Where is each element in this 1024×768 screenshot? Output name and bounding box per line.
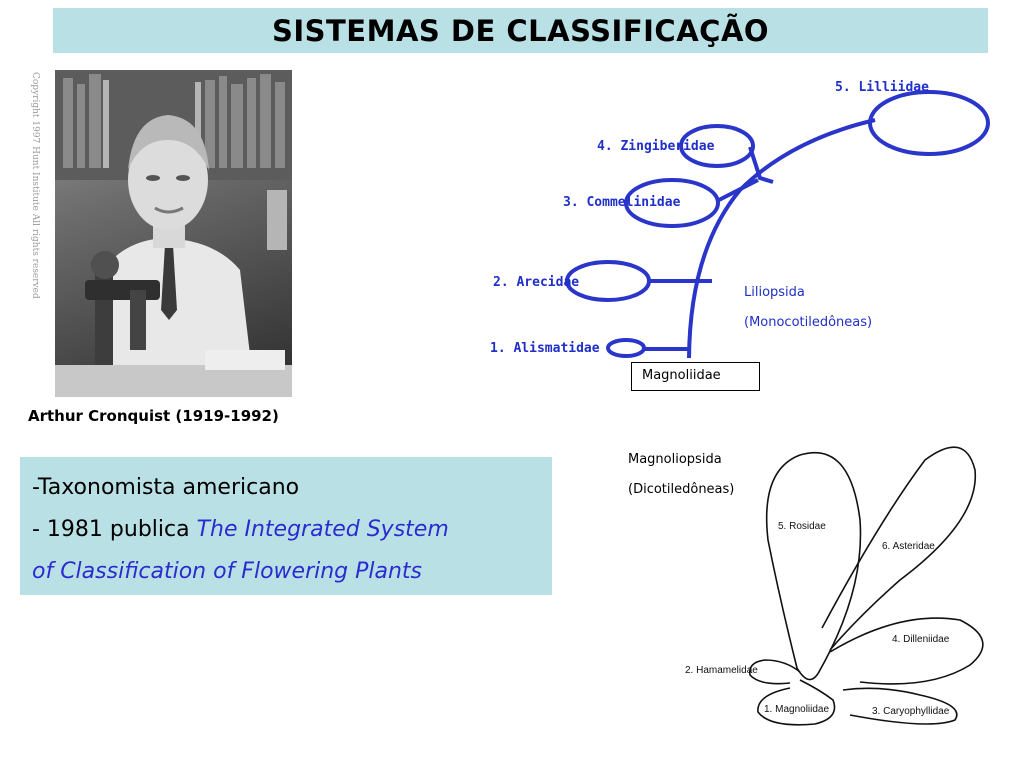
photo-caption: Arthur Cronquist (1919-1992) [28, 407, 279, 425]
label-liliopsida: Liliopsida [744, 285, 805, 300]
label-dicot-caryophyllidae: 3. Caryophyllidae [872, 706, 950, 717]
label-dicot-asteridae: 6. Asteridae [882, 541, 935, 552]
node-1-alismatidae [606, 338, 646, 358]
node-2-arecidae [565, 260, 651, 302]
branch-4 [748, 146, 774, 184]
label-dicot-dilleniidae: 4. Dilleniidae [892, 634, 950, 645]
label-zingiberidae: 4. Zingiberidae [597, 139, 715, 154]
branch-3 [716, 178, 759, 203]
info-line-2-prefix: - 1981 publica [32, 517, 197, 542]
portrait-photo [55, 70, 292, 397]
title-bar: SISTEMAS DE CLASSIFICAÇÃO [53, 8, 988, 53]
label-alismatidae: 1. Alismatidae [490, 341, 600, 356]
label-commelinidae: 3. Commelinidae [563, 195, 681, 210]
label-monocotiledoneas: (Monocotiledôneas) [744, 315, 873, 330]
label-dicot-magnoliidae: 1. Magnoliidae [764, 704, 830, 715]
node-3-commelinidae [624, 178, 720, 228]
label-arecidae: 2. Arecidae [493, 275, 580, 290]
portrait-illustration [55, 70, 292, 397]
dicot-outline [748, 446, 984, 726]
slide-title: SISTEMAS DE CLASSIFICAÇÃO [271, 13, 770, 48]
info-box: -Taxonomista americano - 1981 publica Th… [20, 457, 552, 595]
node-4-zingiberidae [679, 124, 755, 168]
info-line-1: -Taxonomista americano [32, 475, 300, 500]
info-line-2: - 1981 publica The Integrated System [32, 509, 552, 551]
node-5-lilliidae [868, 90, 990, 156]
book-title-part-2: of Classification of Flowering Plants [32, 559, 423, 584]
root-magnoliidae-box: Magnoliidae [631, 362, 760, 391]
label-dicot-hamamelidae: 2. Hamamelidae [685, 665, 758, 676]
book-title-part-1: The Integrated System [196, 517, 449, 542]
label-dicot-rosidae: 5. Rosidae [778, 521, 826, 532]
label-dicotiledoneas: (Dicotiledôneas) [628, 482, 735, 497]
label-magnoliopsida: Magnoliopsida [628, 452, 722, 467]
label-lilliidae: 5. Lilliidae [835, 80, 929, 95]
